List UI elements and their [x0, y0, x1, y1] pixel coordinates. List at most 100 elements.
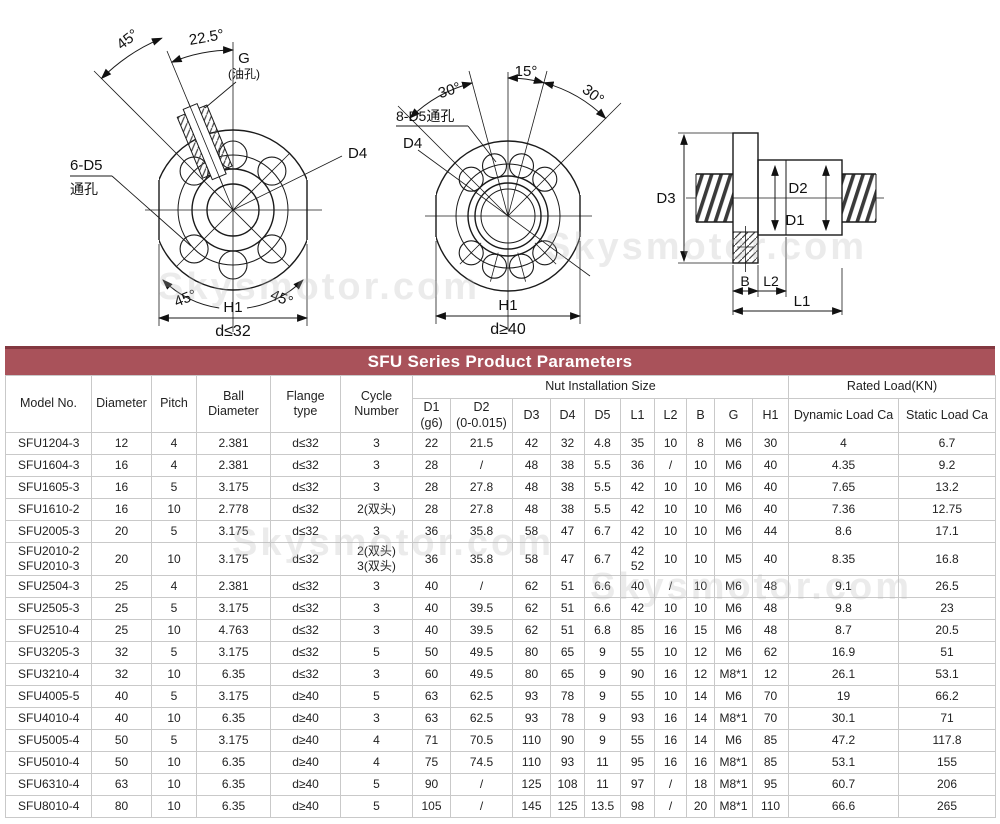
table-cell: 93	[620, 707, 655, 731]
table-cell: 5	[151, 729, 197, 753]
angle-45-top-label: 45°	[114, 26, 142, 53]
oil-hole-cn-label: (油孔)	[228, 67, 260, 81]
table-cell: 50	[91, 729, 152, 753]
header-l2: L2	[654, 397, 687, 434]
table-cell: 80	[512, 641, 551, 665]
table-cell: 42 52	[620, 542, 655, 577]
model-cell: SFU2005-3	[5, 520, 92, 544]
table-cell: 49.5	[450, 663, 513, 687]
table-cell: 4	[151, 432, 197, 456]
table-cell: d≤32	[270, 454, 341, 478]
table-cell: 35	[620, 432, 655, 456]
table-cell: 70	[751, 707, 790, 731]
table-cell: 28	[412, 454, 451, 478]
header-pitch: Pitch	[151, 374, 197, 434]
table-cell: 93	[550, 751, 585, 775]
table-cell: 9	[584, 641, 621, 665]
table-cell: 48	[751, 597, 790, 621]
table-cell: 8.6	[788, 520, 900, 544]
table-cell: 16.8	[898, 542, 997, 577]
table-cell: 66.6	[788, 795, 900, 819]
table-cell: 10	[654, 597, 687, 621]
table-cell: /	[654, 454, 687, 478]
table-cell: 80	[512, 663, 551, 687]
table-cell: 9	[584, 707, 621, 731]
table-cell: 4	[151, 454, 197, 478]
table-cell: 20	[91, 542, 152, 577]
table-cell: 70.5	[450, 729, 513, 753]
table-cell: 3.175	[196, 520, 271, 544]
table-cell: 47	[550, 520, 585, 544]
table-cell: /	[450, 795, 513, 819]
l2-label: L2	[763, 273, 779, 289]
table-cell: 23	[898, 597, 997, 621]
table-cell: d≥40	[270, 685, 341, 709]
table-cell: M6	[714, 619, 753, 643]
table-cell: 2.381	[196, 432, 271, 456]
table-cell: 8.7	[788, 619, 900, 643]
table-cell: 10	[151, 542, 197, 577]
table-cell: 60.7	[788, 773, 900, 797]
table-cell: 90	[550, 729, 585, 753]
table-cell: 40	[91, 707, 152, 731]
table-cell: M8*1	[714, 751, 753, 775]
table-cell: 10	[654, 520, 687, 544]
table-cell: d≥40	[270, 707, 341, 731]
table-cell: 55	[620, 641, 655, 665]
table-cell: 74.5	[450, 751, 513, 775]
table-cell: 62.5	[450, 707, 513, 731]
table-cell: 6.6	[584, 597, 621, 621]
table-cell: 51	[550, 597, 585, 621]
table-cell: 2(双头) 3(双头)	[340, 542, 413, 577]
table-cell: 15	[686, 619, 715, 643]
table-cell: 16	[686, 751, 715, 775]
table-cell: 20.5	[898, 619, 997, 643]
table-cell: 10	[151, 751, 197, 775]
table-cell: 85	[620, 619, 655, 643]
table-cell: 16	[654, 663, 687, 687]
table-title: SFU Series Product Parameters	[367, 352, 633, 371]
header-d1: D1 (g6)	[412, 397, 451, 434]
table-cell: 10	[686, 542, 715, 577]
table-cell: 155	[898, 751, 997, 775]
header-rated-load: Rated Load(KN)	[788, 375, 997, 399]
table-cell: 22	[412, 432, 451, 456]
table-cell: 5	[151, 520, 197, 544]
angle-30-left-label: 30°	[436, 79, 463, 102]
table-cell: 48	[512, 498, 551, 522]
technical-drawings: 45° 22.5° G (油孔) 6-D5 通孔 D4 45° 45° H1 d…	[70, 26, 884, 340]
table-cell: 3	[340, 707, 413, 731]
bolt-holes-label-line2: 通孔	[70, 181, 98, 197]
table-cell: 7.36	[788, 498, 900, 522]
table-cell: 9	[584, 729, 621, 753]
table-cell: /	[654, 795, 687, 819]
table-cell: 53.1	[898, 663, 997, 687]
table-cell: 85	[751, 729, 790, 753]
table-cell: 145	[512, 795, 551, 819]
header-model: Model No.	[5, 374, 92, 434]
table-cell: 70	[751, 685, 790, 709]
table-cell: 2.381	[196, 575, 271, 599]
table-cell: 6.7	[898, 432, 997, 456]
d4-label: D4	[403, 135, 422, 152]
table-cell: 28	[412, 476, 451, 500]
table-cell: 40	[751, 542, 790, 577]
header-flange-type: Flange type	[270, 374, 341, 434]
table-cell: M6	[714, 498, 753, 522]
d4-label: D4	[348, 145, 367, 162]
header-d4: D4	[550, 397, 585, 434]
table-cell: 10	[686, 498, 715, 522]
model-cell: SFU1610-2	[5, 498, 92, 522]
table-cell: 55	[620, 685, 655, 709]
table-cell: 12	[686, 641, 715, 665]
l1-label: L1	[794, 293, 811, 310]
table-cell: d≤32	[270, 641, 341, 665]
table-cell: 3.175	[196, 476, 271, 500]
